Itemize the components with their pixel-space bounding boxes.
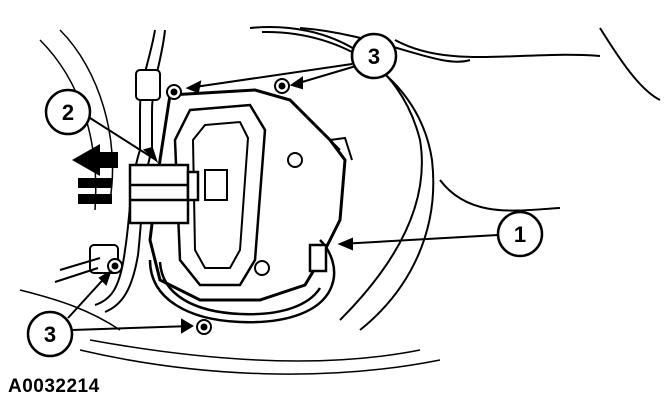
mounting-nuts (107, 78, 290, 335)
small-connector (308, 243, 328, 273)
callout-3-top-label: 3 (368, 44, 380, 69)
figure-id: A0032214 (8, 376, 100, 397)
leader-lines (67, 63, 499, 334)
cable-loop (148, 239, 336, 324)
removal-direction-arrow-icon (72, 144, 118, 204)
callout-3-top: 3 (350, 32, 398, 80)
control-module (148, 88, 353, 302)
electrical-connector (128, 163, 200, 225)
callout-2-label: 2 (62, 100, 74, 125)
callout-2: 2 (44, 88, 92, 136)
wiring-harness (54, 29, 166, 313)
callout-3-bottom: 3 (26, 310, 74, 358)
callout-1-label: 1 (514, 222, 526, 247)
callout-3-bottom-label: 3 (44, 322, 56, 347)
callout-1: 1 (496, 210, 544, 258)
